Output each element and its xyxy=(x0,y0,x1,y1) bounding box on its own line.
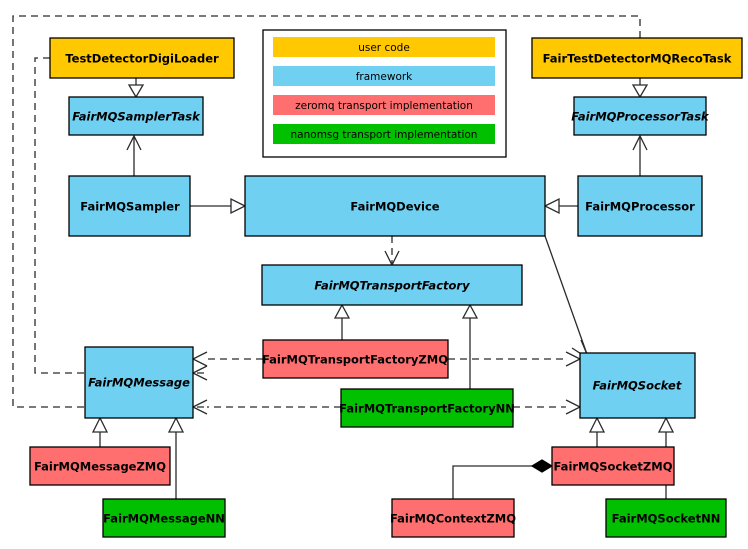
edge-messagenn-to-message xyxy=(167,416,185,499)
node-layer: TestDetectorDigiLoader FairMQSamplerTask… xyxy=(29,37,743,538)
class-box[interactable] xyxy=(261,264,523,306)
class-box[interactable] xyxy=(605,498,727,538)
class-box[interactable] xyxy=(577,175,703,237)
legend-swatch-nanomsg xyxy=(273,124,495,144)
class-label: FairMQTransportFactoryZMQ xyxy=(262,353,448,367)
edge-processor-to-device xyxy=(543,197,578,215)
class-node-fairmqdevice[interactable]: FairMQDevice xyxy=(244,175,546,237)
class-label: FairMQSampler xyxy=(80,200,180,214)
class-label: FairMQTransportFactory xyxy=(314,279,470,293)
class-node-fairmqsamplertask[interactable]: FairMQSamplerTask xyxy=(68,96,204,136)
class-box[interactable] xyxy=(49,37,235,79)
class-node-testdetectordigiloader[interactable]: TestDetectorDigiLoader xyxy=(49,37,235,79)
class-node-fairmqtransportfactory[interactable]: FairMQTransportFactory xyxy=(261,264,523,306)
legend-item-user-code: user code xyxy=(273,37,495,57)
class-node-fairmqprocessortask[interactable]: FairMQProcessorTask xyxy=(571,96,710,136)
legend-swatch-framework xyxy=(273,66,495,86)
edge-factorynn-to-factory xyxy=(461,303,479,389)
edge-factoryzmq-to-factory xyxy=(333,303,351,340)
class-node-fairmqmessagenn[interactable]: FairMQMessageNN xyxy=(102,498,226,538)
class-node-fairmqprocessor[interactable]: FairMQProcessor xyxy=(577,175,703,237)
class-node-fairmqmessagezmq[interactable]: FairMQMessageZMQ xyxy=(29,446,171,486)
edge-sampler-to-samplertask xyxy=(126,134,142,176)
class-box[interactable] xyxy=(68,96,204,136)
legend-label-nanomsg: nanomsg transport implementation xyxy=(291,129,478,141)
class-node-fairmqsocketnn[interactable]: FairMQSocketNN xyxy=(605,498,727,538)
edge-factoryzmq-to-socket xyxy=(448,351,582,367)
class-box[interactable] xyxy=(262,339,449,379)
legend-item-framework: framework xyxy=(273,66,495,86)
class-label: FairMQContextZMQ xyxy=(390,512,516,526)
legend-label-zeromq: zeromq transport implementation xyxy=(295,100,473,112)
class-box[interactable] xyxy=(102,498,226,538)
class-label: FairTestDetectorMQRecoTask xyxy=(543,52,732,66)
class-label: FairMQMessageZMQ xyxy=(34,460,166,474)
legend: user code framework zeromq transport imp… xyxy=(262,29,507,158)
edge-contextzmq-to-socketzmq xyxy=(452,459,554,499)
class-label: FairMQProcessor xyxy=(585,200,695,214)
class-label: FairMQSocketZMQ xyxy=(554,460,673,474)
class-box[interactable] xyxy=(573,96,707,136)
class-label: FairMQMessageNN xyxy=(103,512,225,526)
legend-item-nanomsg: nanomsg transport implementation xyxy=(273,124,495,144)
edge-messagezmq-to-message xyxy=(91,416,109,447)
class-box[interactable] xyxy=(579,352,696,419)
class-box[interactable] xyxy=(68,175,191,237)
class-box[interactable] xyxy=(244,175,546,237)
class-label: FairMQDevice xyxy=(350,200,439,214)
class-box[interactable] xyxy=(391,498,515,538)
class-label: FairMQMessage xyxy=(88,376,190,390)
class-node-fairmqtransportfactorynn[interactable]: FairMQTransportFactoryNN xyxy=(339,388,515,428)
edge-digiloader-to-samplertask xyxy=(127,78,145,99)
legend-item-zeromq: zeromq transport implementation xyxy=(273,95,495,115)
class-node-fairtestdetectormqrecotask[interactable]: FairTestDetectorMQRecoTask xyxy=(531,37,743,79)
edge-factorynn-to-socket xyxy=(513,399,582,415)
edge-factorynn-to-message xyxy=(191,399,341,415)
class-label: FairMQTransportFactoryNN xyxy=(339,402,515,416)
class-node-fairmqsocketzmq[interactable]: FairMQSocketZMQ xyxy=(551,446,675,486)
legend-label-user-code: user code xyxy=(358,42,410,54)
class-box[interactable] xyxy=(29,446,171,486)
edge-recotask-to-message xyxy=(12,15,641,408)
class-node-fairmqtransportfactoryzmq[interactable]: FairMQTransportFactoryZMQ xyxy=(262,339,449,379)
class-box[interactable] xyxy=(531,37,743,79)
class-label: FairMQSamplerTask xyxy=(72,110,201,124)
class-label: TestDetectorDigiLoader xyxy=(65,52,219,66)
class-node-fairmqsampler[interactable]: FairMQSampler xyxy=(68,175,191,237)
edge-sampler-to-device xyxy=(190,197,247,215)
class-node-fairmqsocket[interactable]: FairMQSocket xyxy=(579,352,696,419)
class-box[interactable] xyxy=(551,446,675,486)
class-box[interactable] xyxy=(340,388,514,428)
class-label: FairMQSocketNN xyxy=(612,512,721,526)
edge-recotask-to-processortask xyxy=(631,78,649,99)
edge-socketzmq-to-socket xyxy=(588,416,606,447)
edge-processor-to-processortask xyxy=(632,134,648,176)
class-node-fairmqcontextzmq[interactable]: FairMQContextZMQ xyxy=(390,498,516,538)
class-label: FairMQSocket xyxy=(593,379,682,393)
class-box[interactable] xyxy=(84,346,194,419)
legend-swatch-user-code xyxy=(273,37,495,57)
edge-device-to-transportfactory xyxy=(384,236,400,267)
edge-layer xyxy=(12,15,675,499)
legend-label-framework: framework xyxy=(356,71,413,83)
edge-device-to-socket xyxy=(544,235,591,361)
class-label: FairMQProcessorTask xyxy=(571,110,710,124)
legend-swatch-zeromq xyxy=(273,95,495,115)
class-node-fairmqmessage[interactable]: FairMQMessage xyxy=(84,346,194,419)
edge-factoryzmq-to-message xyxy=(191,351,263,367)
